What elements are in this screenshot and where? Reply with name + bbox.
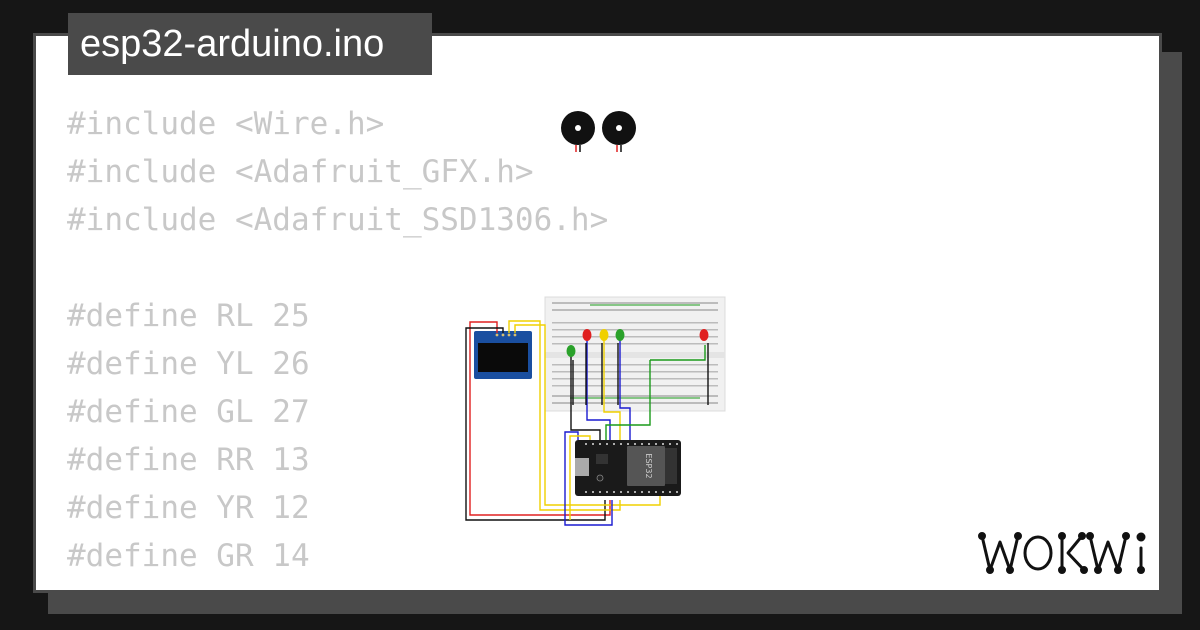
wokwi-logo	[978, 532, 1146, 574]
buzzer-icon	[602, 111, 636, 152]
code-line: #include <Wire.h>	[67, 106, 385, 142]
led-icon	[699, 329, 709, 341]
circuit-diagram: ESP32	[465, 111, 726, 526]
file-title: esp32-arduino.ino	[80, 23, 385, 65]
led-icon	[615, 329, 625, 341]
oled-display-icon	[474, 331, 532, 379]
board-label: ESP32	[644, 453, 653, 478]
led-icon	[566, 345, 576, 357]
led-icon	[599, 329, 609, 341]
code-line: #include <Adafruit_SSD1306.h>	[67, 202, 609, 238]
breadboard-icon	[544, 296, 726, 412]
file-title-tab: esp32-arduino.ino	[68, 13, 432, 75]
code-line: #define GL 27	[67, 394, 310, 430]
code-line: #define YR 12	[67, 490, 310, 526]
led-icon	[582, 329, 592, 341]
code-line: #define GR 14	[67, 538, 310, 574]
esp32-board-icon: ESP32	[575, 440, 681, 496]
code-line: #include <Adafruit_GFX.h>	[67, 154, 534, 190]
buzzer-icon	[561, 111, 595, 152]
code-line: #define YL 26	[67, 346, 310, 382]
code-line: #define RL 25	[67, 298, 310, 334]
code-preview: #include <Wire.h> #include <Adafruit_GFX.…	[67, 100, 608, 580]
wires	[465, 320, 709, 526]
code-line: #define RR 13	[67, 442, 310, 478]
